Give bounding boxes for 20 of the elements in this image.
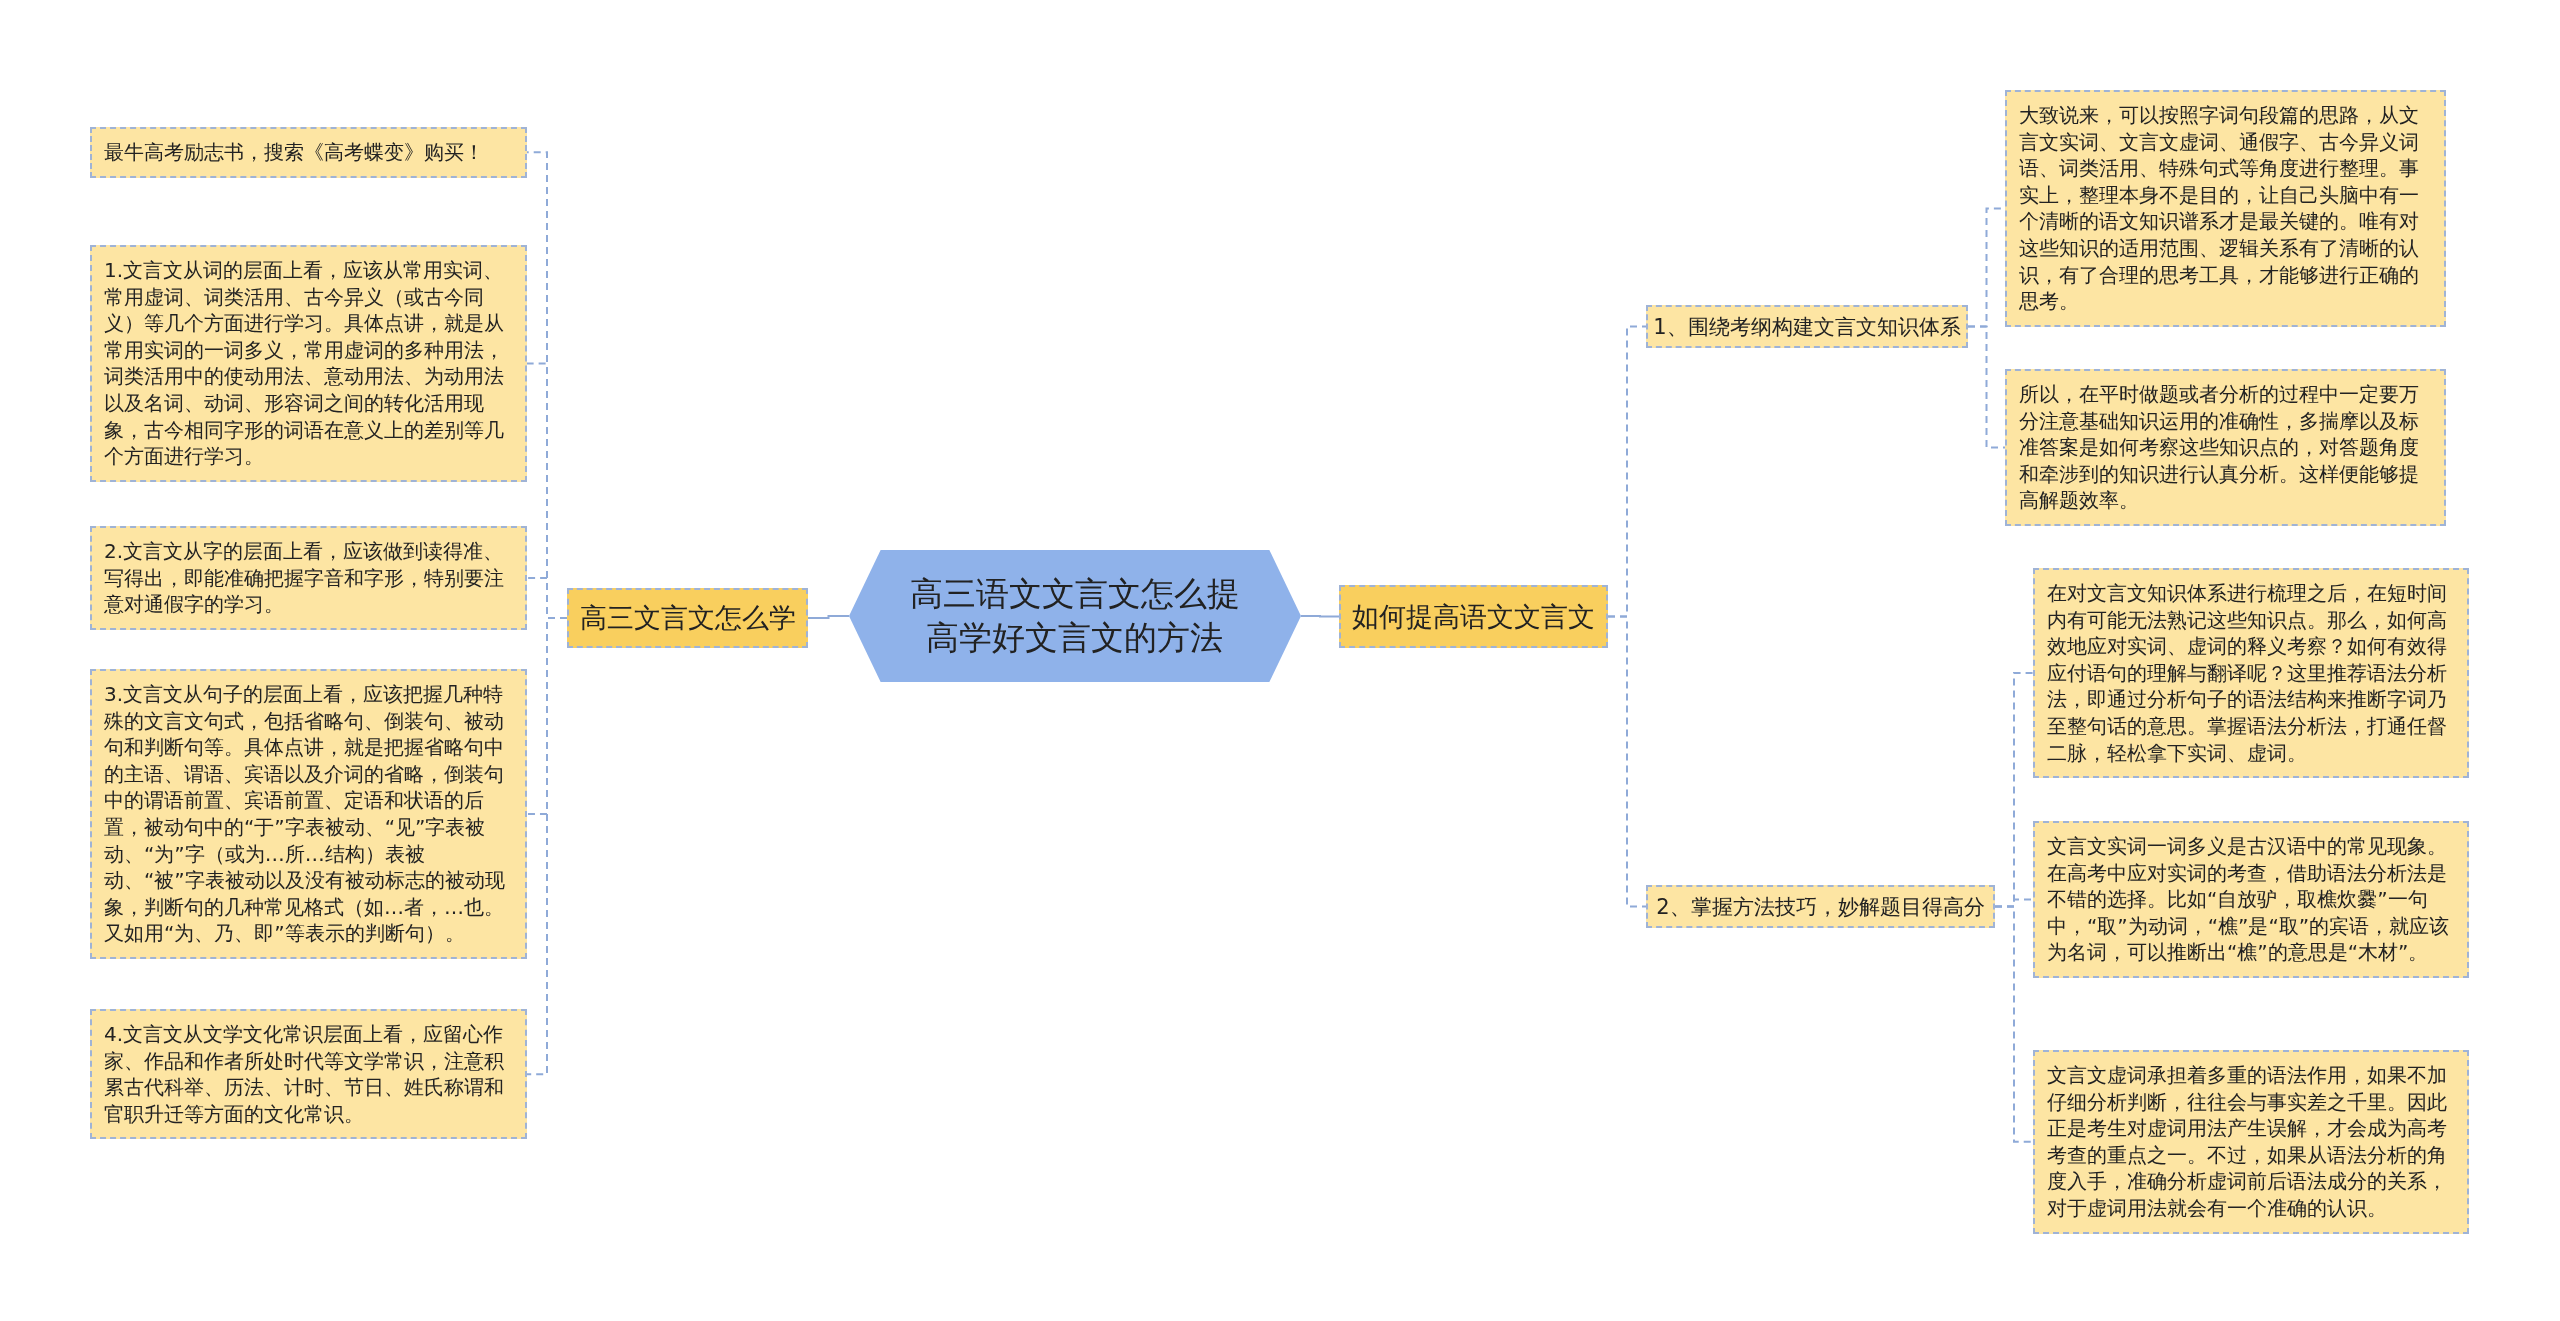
connector-line — [1300, 615, 1340, 618]
subtopic-box: 2、掌握方法技巧，妙解题目得高分 — [1646, 885, 1995, 928]
note-box: 4.文言文从文学文化常识层面上看，应留心作家、作品和作者所处时代等文学常识，注意积累古代科举、历法、计时、节日、姓氏称谓和官职升迁等方面的文化常识。 — [90, 1009, 527, 1140]
note-box: 2.文言文从字的层面上看，应该做到读得准、写得出，即能准确把握字音和字形，特别要注意对通假字的学习。 — [90, 526, 527, 630]
note-box: 文言文实词一词多义是古汉语中的常见现象。在高考中应对实词的考查，借助语法分析法是不错的选择。比如“自放驴，取樵炊爨”一句中，“取”为动词，“樵”是“取”的宾语，就应该为名词，可以推断出“樵”的意思是“木材”。 — [2033, 821, 2469, 978]
topic-box: 高三文言文怎么学 — [567, 588, 808, 648]
note-box: 文言文虚词承担着多重的语法作用，如果不加仔细分析判断，往往会与事实差之千里。因此正是考生对虚词用法产生误解，才会成为高考考查的重点之一。不过，如果从语法分析的角度入手，准确分析虚词前后语法成分的关系，对于虚词用法就会有一个准确的认识。 — [2033, 1050, 2469, 1234]
note-box: 1.文言文从词的层面上看，应该从常用实词、常用虚词、词类活用、古今异义（或古今同义）等几个方面进行学习。具体点讲，就是从常用实词的一词多义，常用虚词的多种用法，词类活用中的使动用法、意动用法、为动用法以及名词、动词、形容词之间的转化活用现象，古今相同字形的词语在意义上的差别等几个方面进行学习。 — [90, 245, 527, 482]
note-box: 在对文言文知识体系进行梳理之后，在短时间内有可能无法熟记这些知识点。那么，如何高效地应对实词、虚词的释义考察？如何有效得应付语句的理解与翻译呢？这里推荐语法分析法，即通过分析句子的语法结构来推断字词乃至整句话的意思。掌握语法分析法，打通任督二脉，轻松拿下实词、虚词。 — [2033, 568, 2469, 779]
connector-line — [807, 615, 850, 619]
connector-line — [1994, 905, 2034, 1143]
note-box: 最牛高考励志书，搜索《高考蝶变》购买！ — [90, 127, 527, 178]
note-box: 3.文言文从句子的层面上看，应该把握几种特殊的文言文句式，包括省略句、倒装句、被动句和判断句等。具体点讲，就是把握省略句中的主语、谓语、宾语以及介词的省略，倒装句中的谓语前置、宾语前置、定语和状语的后置，被动句中的“于”字表被动、“见”字表被动、“为”字（或为…所…结构）表被动、“被”字表被动以及没有被动标志的被动现象，判断句的几种常见格式（如…者，…也。又如用“为、乃、即”等表示的判断句）。 — [90, 669, 527, 959]
note-box: 大致说来，可以按照字词句段篇的思路，从文言文实词、文言文虚词、通假字、古今异义词语、词类活用、特殊句式等角度进行整理。事实上，整理本身不是目的，让自己头脑中有一个清晰的语文知识谱系才是最关键的。唯有对这些知识的适用范围、逻辑关系有了清晰的认识，有了合理的思考工具，才能够进行正确的思考。 — [2005, 90, 2446, 327]
connector-line — [1607, 615, 1647, 908]
note-box: 所以，在平时做题或者分析的过程中一定要万分注意基础知识运用的准确性，多揣摩以及标准答案是如何考察这些知识点的，对答题角度和牵涉到的知识进行认真分析。这样便能够提高解题效率。 — [2005, 369, 2446, 526]
central-topic: 高三语文文言文怎么提高学好文言文的方法 — [849, 550, 1301, 682]
topic-box: 如何提高语文文言文 — [1339, 585, 1608, 648]
connector-line — [1967, 325, 2006, 449]
subtopic-box: 1、围绕考纲构建文言文知识体系 — [1646, 305, 1968, 348]
